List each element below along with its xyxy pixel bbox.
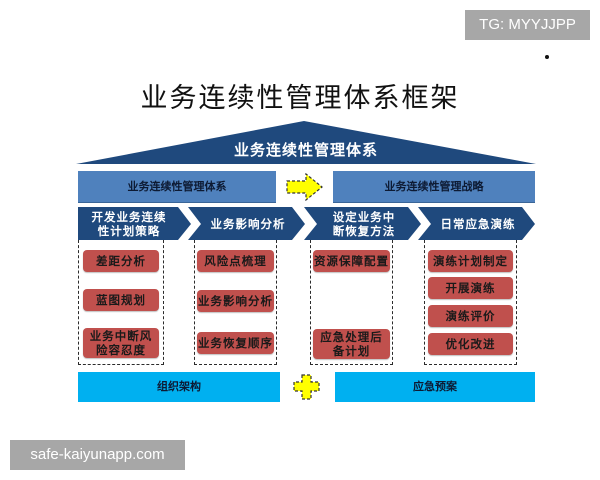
organization-structure-bar: 组织架构 — [78, 372, 280, 402]
item-backup-plan: 应急处理后 备计划 — [313, 329, 390, 359]
column-header-1: 开发业务连续 性计划策略 — [91, 209, 167, 238]
column-header-chevron — [78, 207, 191, 240]
plus-icon — [293, 374, 320, 400]
item-gap-analysis: 差距分析 — [83, 250, 159, 272]
page-title: 业务连续性管理体系框架 — [140, 83, 460, 114]
column-header-4: 日常应急演练 — [440, 216, 516, 231]
roof-shape — [76, 121, 536, 164]
item-risk-tolerance: 业务中断风 险容忍度 — [83, 328, 159, 358]
column-header-chevron — [418, 207, 535, 240]
watermark-bottom-left: safe-kaiyunapp.com — [10, 440, 185, 470]
item-drill-evaluation: 演练评价 — [428, 305, 513, 327]
item-optimization: 优化改进 — [428, 333, 513, 355]
item-risk-review: 风险点梳理 — [197, 250, 274, 272]
item-conduct-drill: 开展演练 — [428, 277, 513, 299]
item-resource-allocation: 资源保障配置 — [313, 250, 390, 272]
column-header-2: 业务影响分析 — [210, 216, 286, 231]
item-drill-planning: 演练计划制定 — [428, 250, 513, 272]
dot-mark — [545, 55, 549, 59]
column-3-box — [310, 240, 393, 365]
arrow-right-icon — [286, 173, 323, 201]
column-header-3: 设定业务中 断恢复方法 — [332, 209, 396, 238]
watermark-top-right: TG: MYYJJPP — [465, 10, 590, 40]
column-4-box — [424, 240, 517, 365]
item-business-impact-analysis: 业务影响分析 — [197, 290, 274, 312]
item-recovery-order: 业务恢复顺序 — [197, 332, 274, 354]
column-1-box — [78, 240, 164, 365]
column-header-chevron — [188, 207, 305, 240]
column-header-chevron — [304, 207, 421, 240]
item-blueprint-planning: 蓝图规划 — [83, 289, 159, 311]
emergency-plan-bar: 应急预案 — [335, 372, 535, 402]
bcm-strategy-bar: 业务连续性管理战略 — [333, 171, 535, 203]
bcm-system-bar: 业务连续性管理体系 — [78, 171, 276, 203]
column-2-box — [194, 240, 277, 365]
roof-label: 业务连续性管理体系 — [233, 141, 378, 159]
